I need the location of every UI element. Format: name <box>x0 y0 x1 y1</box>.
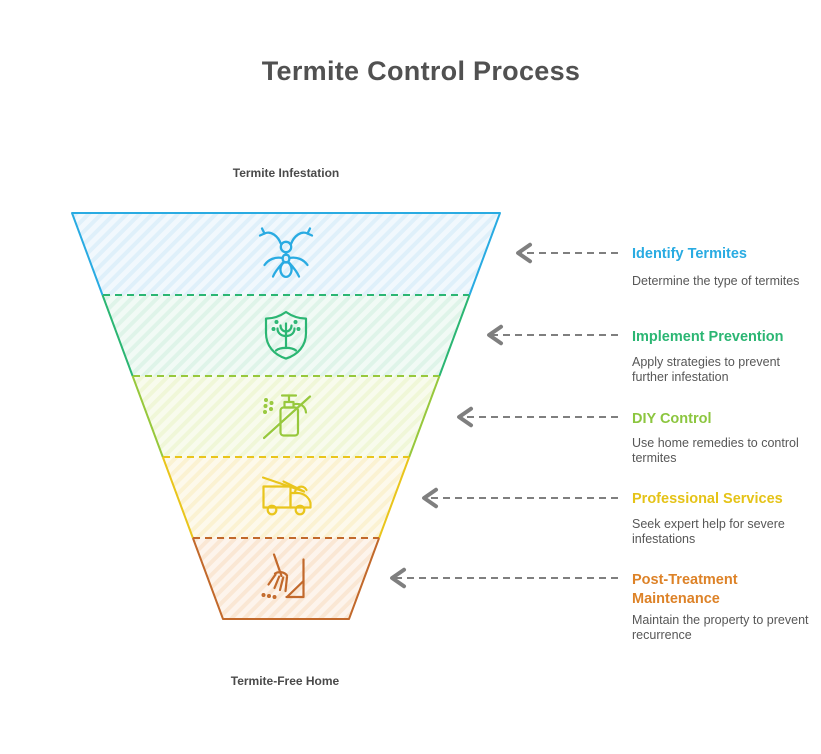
shield-plant-icon <box>264 310 308 360</box>
funnel-stage-1-outline <box>71 212 501 296</box>
stage-3-description: Use home remedies to control termites <box>632 436 799 465</box>
stage-4-description: Seek expert help for severe infestations <box>632 517 785 546</box>
stage-3-heading: DIY Control <box>632 411 712 427</box>
termite-icon <box>258 227 314 279</box>
funnel-bottom-label: Termite-Free Home <box>230 674 340 688</box>
stage-4-heading: Professional Services <box>632 491 783 507</box>
stage-2-heading: Implement Prevention <box>632 329 784 345</box>
stage-1-description: Determine the type of termites <box>632 274 800 288</box>
page-title: Termite Control Process <box>261 56 581 86</box>
no-spray-icon <box>262 394 312 440</box>
rake-cleanup-icon <box>261 553 305 599</box>
stage-5-heading: Post-Treatment Maintenance <box>632 572 738 607</box>
stage-5-description: Maintain the property to prevent recurre… <box>632 613 809 642</box>
funnel-stage-3-outline <box>131 375 441 458</box>
stage-1-heading: Identify Termites <box>632 246 747 262</box>
funnel-stage-5-outline <box>191 537 381 620</box>
funnel-top-label: Termite Infestation <box>232 166 340 180</box>
stage-2-description: Apply strategies to prevent further infe… <box>632 355 780 384</box>
service-truck-icon <box>261 476 312 516</box>
funnel-stage-2-outline <box>101 294 471 377</box>
funnel-stage-3-shape <box>132 376 440 457</box>
funnel-stage-4-shape <box>162 457 410 538</box>
funnel-stage-4-outline <box>161 456 411 539</box>
